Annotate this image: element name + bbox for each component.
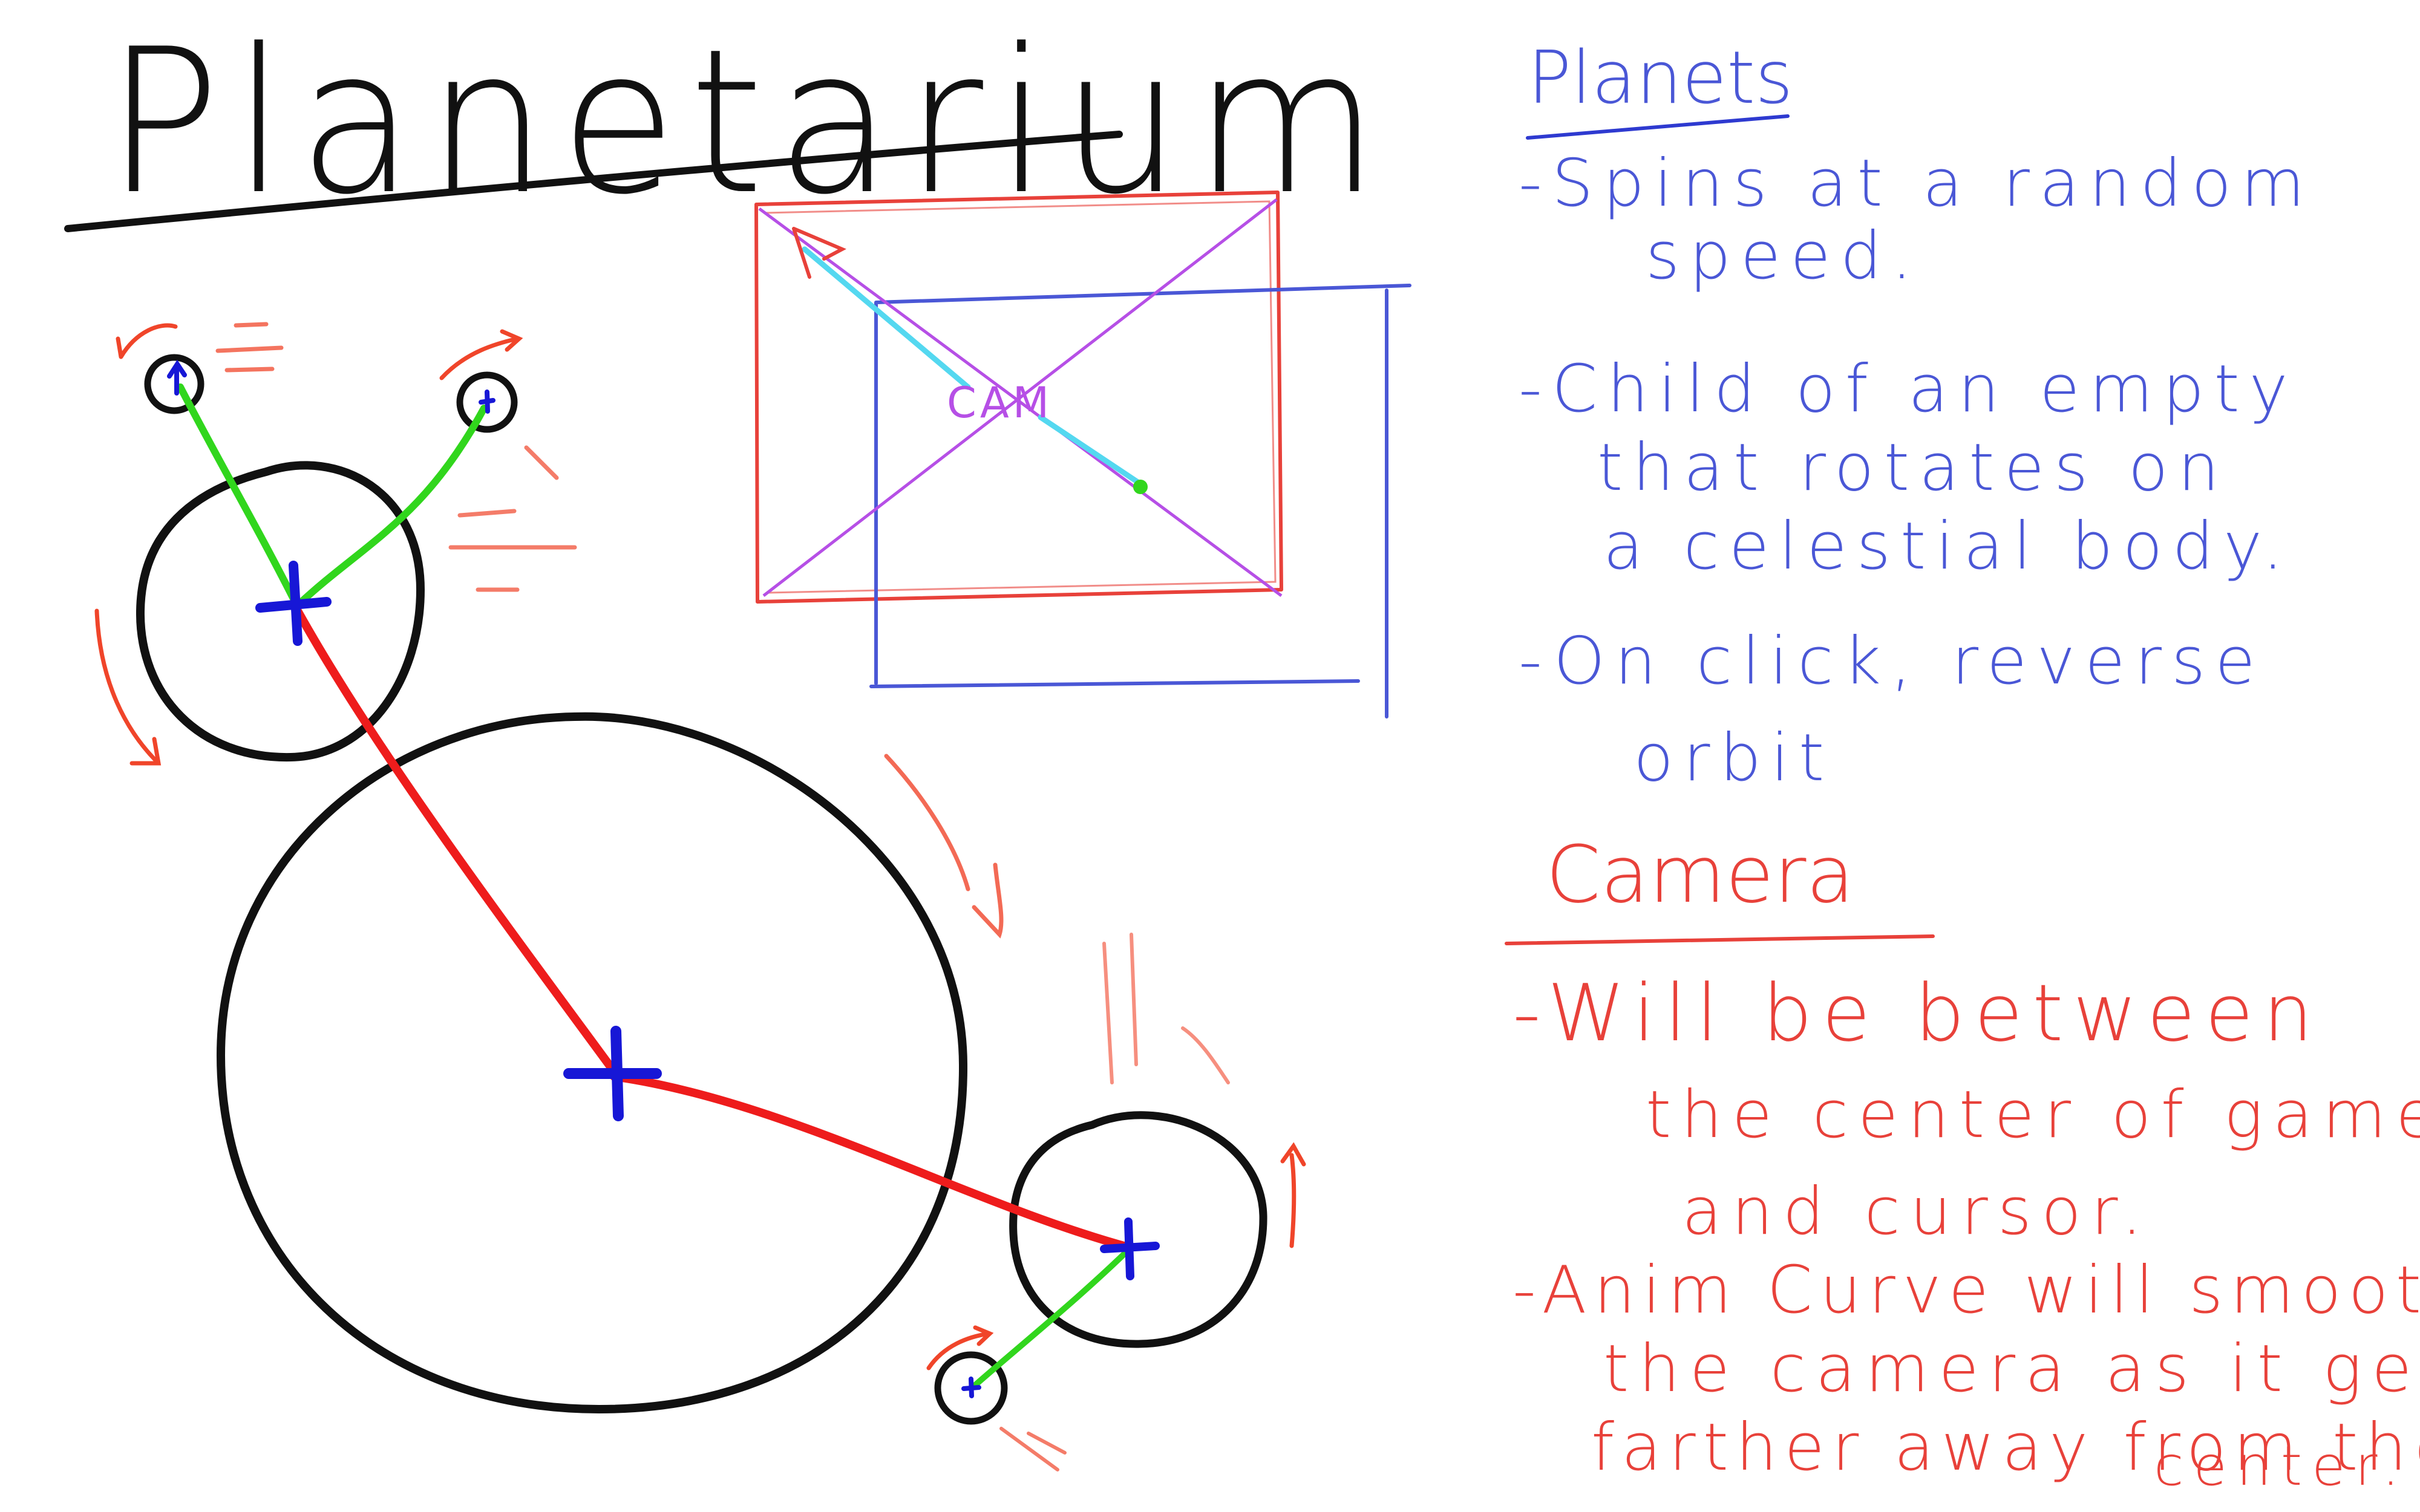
planets-note-line-1: -Spins at a random [1519,146,2315,221]
camera-note-line-4: -Anim Curve will smooth [1512,1253,2420,1328]
moon-upper-right-spin-arrow-icon [439,329,523,380]
camera-vector-arrowhead [792,227,846,279]
orbit-links [293,607,1133,1251]
planets-heading: Planets [1528,36,1793,120]
celestial-bodies [136,354,1267,1425]
planets-note-line-3: -Child of an empty [1519,351,2298,427]
camera-note-line-1: -Will be between [1512,967,2323,1059]
camera-outer-frame-stroke-2 [763,200,1277,594]
camera-frame-diagram [754,191,1411,719]
moon-lower-pivot-icon [961,1377,981,1398]
moon-upper-left [144,354,204,414]
moon-upper-right-pivot-icon [479,389,495,414]
right-planet-body [1009,1111,1267,1348]
camera-heading: Camera [1546,829,1855,921]
upper-planet-to-moon-right-link [296,405,488,607]
camera-note-line-2: the center of game [1646,1077,2420,1153]
camera-note-line-7: center. [2154,1435,2409,1498]
right-planet-spin-arrow-icon [1280,1142,1306,1248]
sun-to-upper-planet-link [293,607,615,1072]
camera-heading-underline [1505,934,1935,945]
pivot-markers [167,359,1160,1398]
camera-vector-line [802,246,1143,487]
camera-note-line-6: farther away from the [1591,1410,2420,1485]
upper-planet-spin-arrow-icon [94,608,162,766]
moon-lower [934,1351,1008,1425]
cam-label: CAM [947,378,1053,428]
sun-spin-arrow-icon [884,754,1004,939]
planets-note-line-2: speed. [1646,218,1922,294]
sun-to-right-planet-link [610,1072,1133,1251]
sun-pivot-icon [563,1026,662,1121]
moon-upper-left-spin-arrow-icon [116,323,178,359]
upper-planet-pivot-icon [255,561,332,646]
cursor-dot [1133,480,1148,494]
camera-note-line-5: the camera as it gets [1603,1331,2420,1407]
moon-lower-speed-lines [999,1427,1067,1471]
upper-planet-to-moon-left-link [177,383,300,608]
camera-inner-frame [869,284,1411,719]
moon-upper-left-speed-lines [215,322,284,373]
sun-body [217,712,968,1413]
planets-note-line-7: orbit [1634,720,1834,796]
camera-diagonal-1 [758,207,1283,598]
moon-lower-spin-arrow-icon [926,1325,994,1370]
planets-note-line-4: that rotates on [1597,430,2229,506]
moon-upper-left-pivot-icon [167,359,187,396]
page-title: Planetarium [106,6,1392,238]
right-planet-pivot-icon [1100,1217,1160,1280]
moon-links [177,383,1136,1388]
motion-marks [94,322,1306,1471]
right-planet-speed-lines [1102,933,1230,1084]
camera-diagonal-2 [762,198,1278,597]
camera-outer-frame [754,191,1283,604]
title-underline [64,131,1123,232]
planets-heading-underline [1526,114,1790,140]
moon-upper-right [456,371,518,433]
right-planet-to-moon-link [972,1243,1136,1388]
planets-note-line-6: -On click, reverse [1519,624,2265,699]
moon-upper-right-speed-lines [448,445,577,592]
camera-note-line-3: and cursor. [1682,1174,2152,1250]
planets-note-line-5: a celestial body. [1603,509,2293,584]
upper-planet-body [136,461,425,762]
